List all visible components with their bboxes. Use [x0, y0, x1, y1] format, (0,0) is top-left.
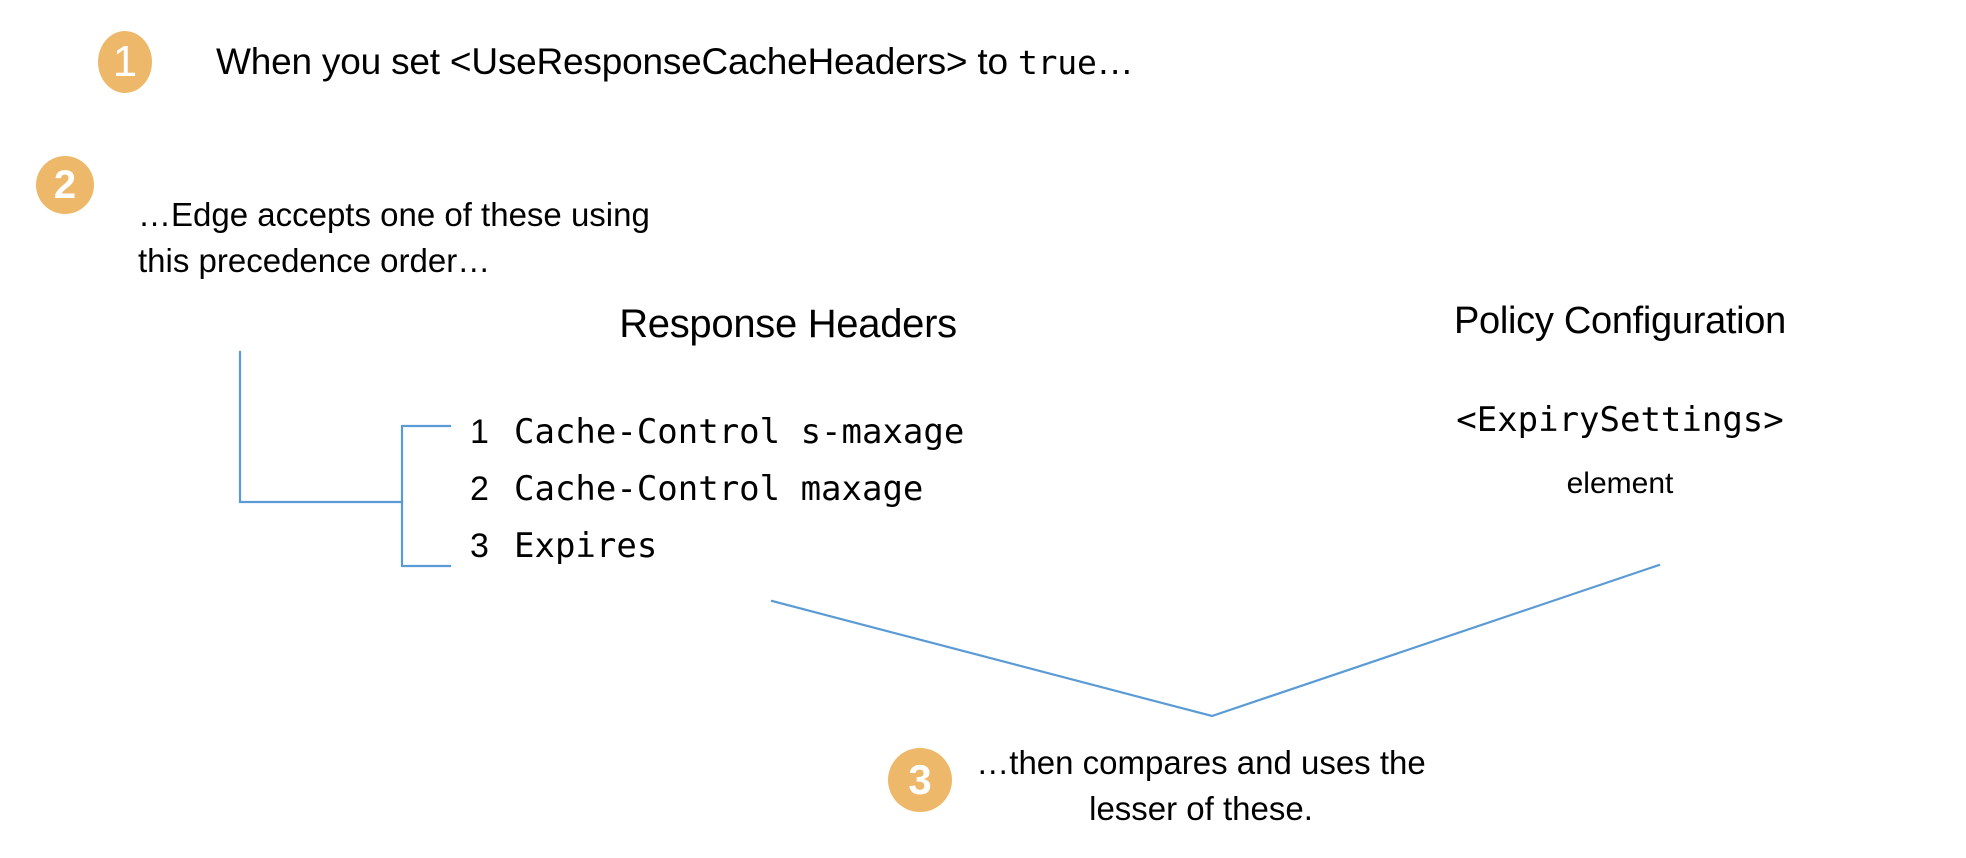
list-item: 2 Cache-Control maxage	[470, 469, 964, 526]
step-1-text-after: …	[1096, 41, 1134, 82]
policy-element-code: <ExpirySettings>	[1456, 400, 1784, 440]
precedence-rank: 1	[470, 413, 489, 451]
precedence-label: Expires	[514, 526, 658, 566]
step-3-text: …then compares and uses the lesser of th…	[976, 744, 1426, 827]
precedence-brace	[400, 424, 452, 568]
step-1-code-true: true	[1017, 43, 1097, 82]
response-headers-heading: Response Headers	[619, 302, 957, 346]
step-badge-2: 2	[36, 156, 94, 214]
step-badge-3: 3	[888, 748, 952, 812]
precedence-rank: 2	[470, 470, 489, 508]
policy-configuration-heading: Policy Configuration	[1454, 300, 1786, 342]
step2-elbow-connector	[238, 350, 404, 504]
list-item: 3 Expires	[470, 526, 964, 583]
list-item: 1 Cache-Control s-maxage	[470, 412, 964, 469]
comparison-v-connector	[770, 563, 1661, 718]
precedence-list: 1 Cache-Control s-maxage 2 Cache-Control…	[470, 412, 964, 583]
step-2-text: …Edge accepts one of these using this pr…	[138, 196, 650, 279]
precedence-rank: 3	[470, 527, 489, 565]
precedence-label: Cache-Control s-maxage	[514, 412, 965, 452]
policy-element-word: element	[1566, 467, 1674, 500]
step-1-text: When you set <UseResponseCacheHeaders> t…	[216, 41, 1134, 83]
precedence-label: Cache-Control maxage	[514, 469, 924, 509]
step-1-text-before: When you set <UseResponseCacheHeaders> t…	[216, 41, 1018, 82]
step-badge-1: 1	[98, 31, 152, 93]
